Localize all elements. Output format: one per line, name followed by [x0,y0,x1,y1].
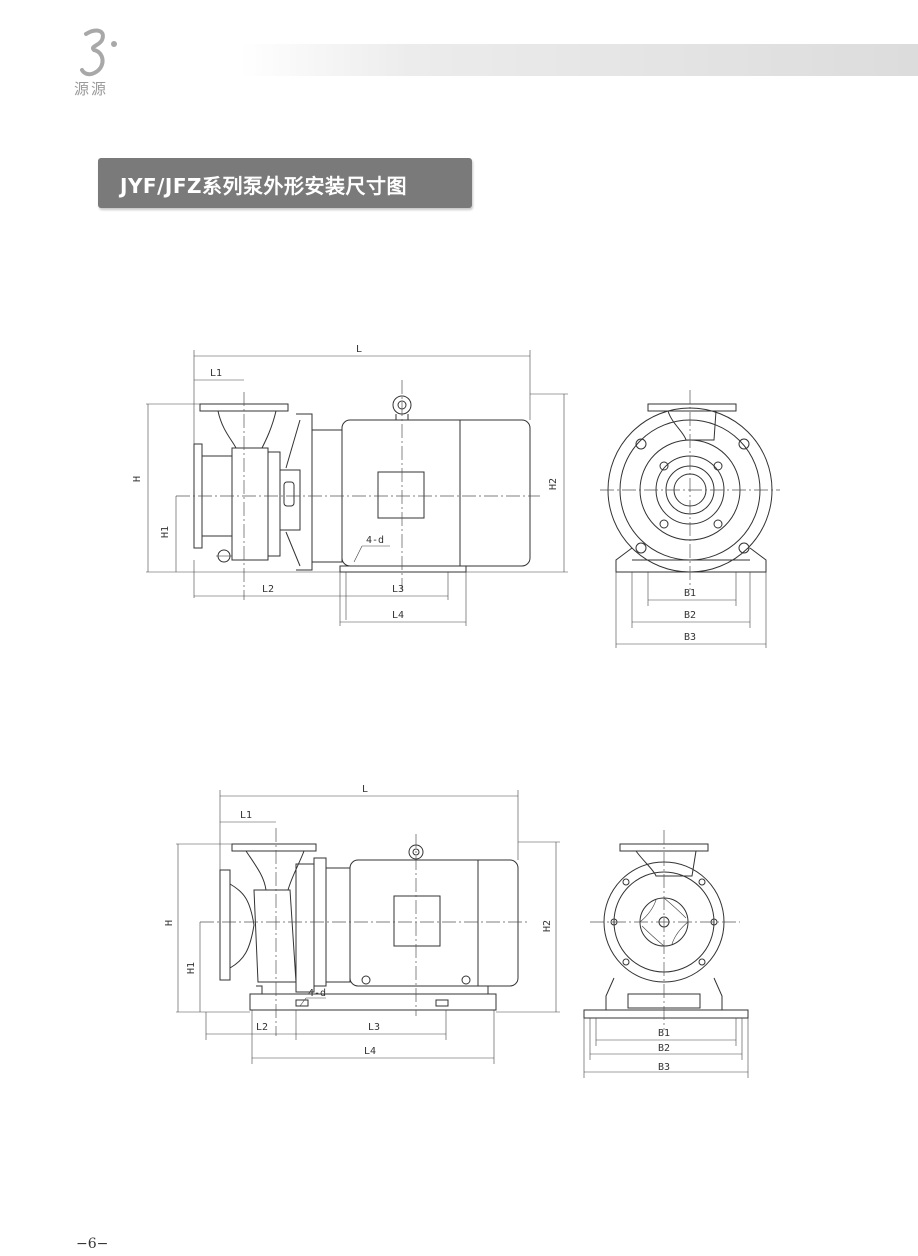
title-banner: JYF/JFZ系列泵外形安装尺寸图 [98,158,472,208]
d1-label-H: H [132,476,143,482]
d1-label-B3: B3 [684,632,696,643]
d1-label-B2: B2 [684,610,696,621]
drawing-2-front-view: B1 B2 B3 [583,830,749,1078]
d2-label-H2: H2 [542,920,553,932]
d1-label-H2: H2 [548,478,559,490]
d2-label-B2: B2 [658,1043,670,1054]
drawing-2-side-view: L L1 H H1 H2 L2 L3 L4 4-d [164,784,560,1064]
d2-label-H: H [164,920,175,926]
brand-logo [80,28,117,77]
d1-label-L: L [356,344,362,355]
d1-label-H1: H1 [160,526,171,538]
brand-logo-text: 源源 [74,80,109,98]
d1-label-L3: L3 [392,584,404,595]
d2-label-L2: L2 [256,1022,268,1033]
drawing-1-front-view: B1 B2 B3 [600,390,780,648]
d2-label-L1: L1 [240,810,252,821]
d1-label-L4: L4 [392,610,404,621]
d2-label-B3: B3 [658,1062,670,1073]
d2-label-L: L [362,784,368,795]
d1-label-holes: 4-d [366,535,384,546]
d2-label-B1: B1 [658,1028,670,1039]
drawing-1-side-view: L L1 H H1 H2 L2 L3 L4 4-d [132,344,568,626]
page-title: JYF/JFZ系列泵外形安装尺寸图 [120,174,407,198]
d2-label-H1: H1 [186,962,197,974]
page-number: −6− [76,1236,109,1252]
d1-label-B1: B1 [684,588,696,599]
d1-label-L2: L2 [262,584,274,595]
d1-label-L1: L1 [210,368,222,379]
d2-label-holes: 4-d [308,988,326,999]
d2-label-L4: L4 [364,1046,376,1057]
d2-label-L3: L3 [368,1022,380,1033]
header-gradient-bar [240,44,918,76]
